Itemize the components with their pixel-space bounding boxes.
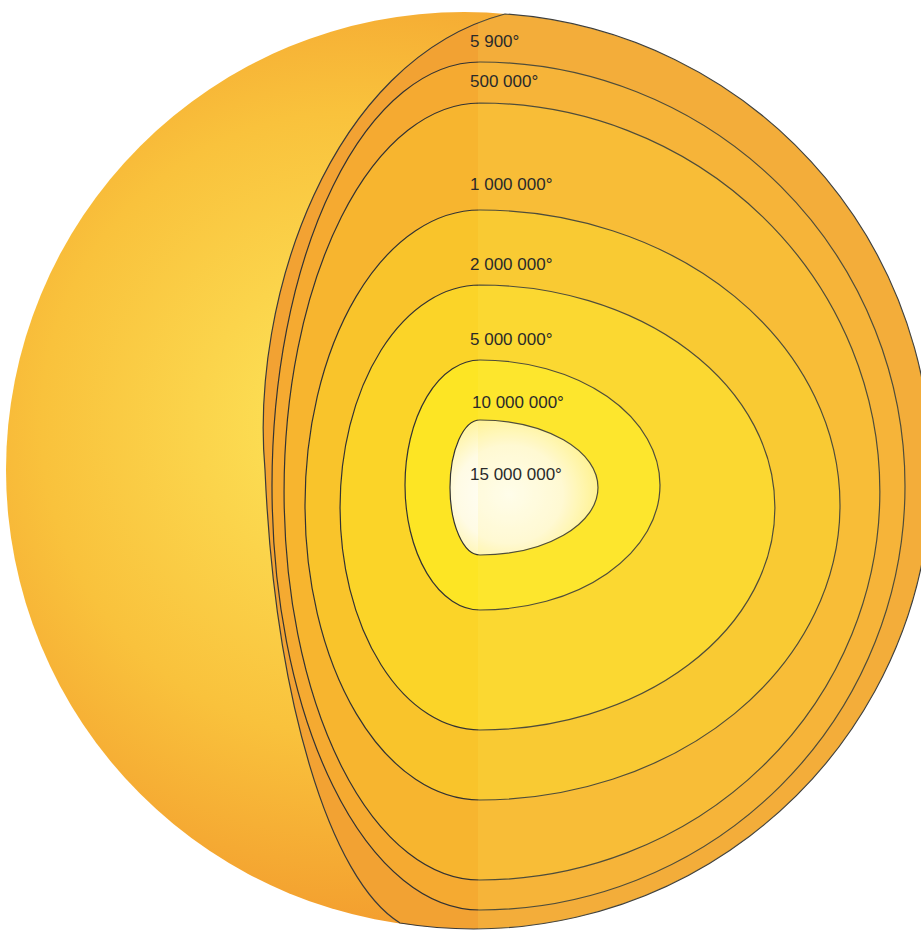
temperature-label: 500 000° (470, 72, 538, 92)
temperature-label: 1 000 000° (470, 175, 552, 195)
temperature-label: 5 900° (470, 32, 519, 52)
temperature-label: 15 000 000° (470, 465, 562, 485)
temperature-label: 2 000 000° (470, 255, 552, 275)
temperature-label: 5 000 000° (470, 330, 552, 350)
temperature-contours (272, 0, 921, 934)
temperature-label: 10 000 000° (472, 393, 564, 413)
